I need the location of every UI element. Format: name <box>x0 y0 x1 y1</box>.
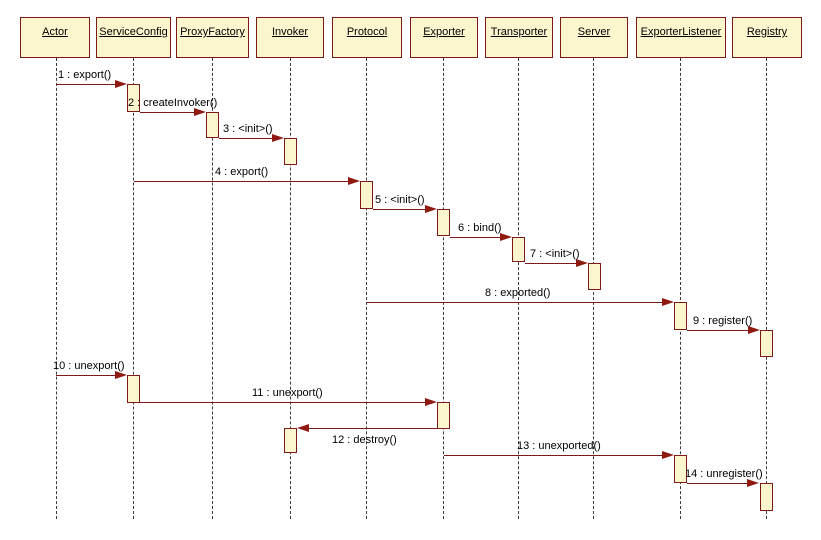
lifeline-exporterlistener <box>680 58 681 519</box>
lifeline-head-actor: Actor <box>20 17 90 58</box>
arrowhead-icon <box>748 326 760 334</box>
arrowhead-icon <box>115 80 127 88</box>
lifeline-label: Actor <box>42 26 68 38</box>
message-line-5 <box>373 209 425 210</box>
lifeline-serviceconfig <box>133 58 134 519</box>
lifeline-head-proxyfactory: ProxyFactory <box>176 17 249 58</box>
message-line-13 <box>444 455 662 456</box>
lifeline-label: Invoker <box>271 26 309 38</box>
lifeline-registry <box>766 58 767 519</box>
lifeline-head-serviceconfig: ServiceConfig <box>96 17 171 58</box>
message-line-7 <box>525 263 576 264</box>
lifeline-label: Registry <box>746 26 788 38</box>
lifeline-head-exporter: Exporter <box>410 17 478 58</box>
message-line-11 <box>140 402 425 403</box>
lifeline-head-transporter: Transporter <box>485 17 553 58</box>
message-label-12: 12 : destroy() <box>332 434 397 446</box>
message-line-3 <box>219 138 272 139</box>
message-line-9 <box>687 330 748 331</box>
lifeline-head-protocol: Protocol <box>332 17 402 58</box>
lifeline-head-invoker: Invoker <box>256 17 324 58</box>
message-label-5: 5 : <init>() <box>375 194 425 206</box>
activation-bar-exporterlistener-2 <box>674 455 687 483</box>
message-label-6: 6 : bind() <box>458 222 502 234</box>
activation-bar-exporter-1 <box>437 209 450 236</box>
message-line-1 <box>56 84 115 85</box>
activation-bar-registry-2 <box>760 483 773 511</box>
message-line-12 <box>309 428 437 429</box>
message-label-14: 14 : unregister() <box>685 468 763 480</box>
arrowhead-icon <box>348 177 360 185</box>
message-label-7: 7 : <init>() <box>530 248 580 260</box>
message-line-8 <box>367 302 662 303</box>
lifeline-head-server: Server <box>560 17 628 58</box>
activation-bar-proxyfactory <box>206 112 219 138</box>
lifeline-label: ProxyFactory <box>180 26 245 38</box>
lifeline-label: Transporter <box>490 26 548 38</box>
arrowhead-icon <box>662 451 674 459</box>
arrowhead-icon <box>500 233 512 241</box>
message-label-1: 1 : export() <box>58 69 112 81</box>
message-label-3: 3 : <init>() <box>223 123 273 135</box>
message-label-11: 11 : unexport() <box>252 387 323 399</box>
lifeline-head-exporterlistener: ExporterListener <box>636 17 726 58</box>
lifeline-exporter <box>443 58 444 519</box>
arrowhead-icon <box>115 371 127 379</box>
message-label-8: 8 : exported() <box>485 287 551 299</box>
message-label-2: 2 : createInvoker() <box>128 97 218 109</box>
message-line-14 <box>687 483 747 484</box>
activation-bar-invoker-2 <box>284 428 297 453</box>
message-label-4: 4 : export() <box>215 166 269 178</box>
message-label-9: 9 : register() <box>693 315 753 327</box>
lifeline-label: Server <box>577 26 611 38</box>
lifeline-label: ExporterListener <box>640 26 722 38</box>
message-label-13: 13 : unexported() <box>517 440 601 452</box>
message-line-4 <box>134 181 348 182</box>
activation-bar-server <box>588 263 601 290</box>
lifeline-transporter <box>518 58 519 519</box>
lifeline-protocol <box>366 58 367 519</box>
arrowhead-icon <box>747 479 759 487</box>
arrowhead-icon <box>272 134 284 142</box>
lifeline-label: Exporter <box>423 26 465 38</box>
arrowhead-icon <box>662 298 674 306</box>
arrowhead-icon <box>576 259 588 267</box>
message-line-6 <box>450 237 500 238</box>
message-label-10: 10 : unexport() <box>53 360 125 372</box>
arrowhead-icon <box>297 424 309 432</box>
lifeline-actor <box>56 58 57 519</box>
activation-bar-registry-1 <box>760 330 773 357</box>
lifeline-head-registry: Registry <box>732 17 802 58</box>
arrowhead-icon <box>425 398 437 406</box>
lifeline-label: ServiceConfig <box>99 26 168 38</box>
activation-bar-invoker-1 <box>284 138 297 165</box>
activation-bar-serviceconfig-2 <box>127 375 140 403</box>
lifeline-label: Protocol <box>346 26 388 38</box>
lifeline-proxyfactory <box>212 58 213 519</box>
activation-bar-serviceconfig-1 <box>127 84 140 112</box>
activation-bar-exporter-2 <box>437 402 450 429</box>
message-line-10 <box>56 375 115 376</box>
lifeline-invoker <box>290 58 291 519</box>
message-line-2 <box>140 112 194 113</box>
activation-bar-transporter <box>512 237 525 262</box>
activation-bar-exporterlistener-1 <box>674 302 687 330</box>
activation-bar-protocol <box>360 181 373 209</box>
arrowhead-icon <box>425 205 437 213</box>
arrowhead-icon <box>194 108 206 116</box>
